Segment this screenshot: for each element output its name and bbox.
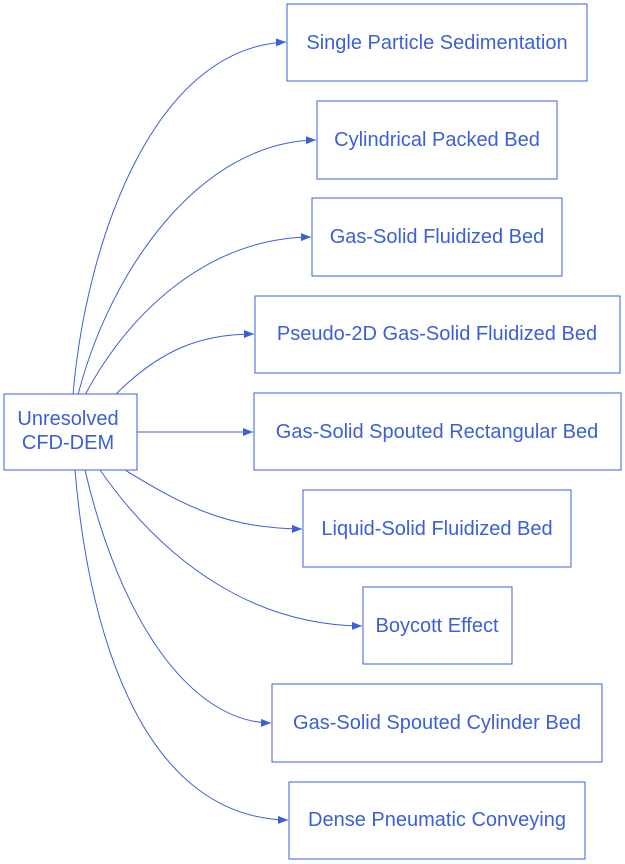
edge-to-spouted-cylinder-bed [84, 469, 272, 727]
node-label: Gas-Solid Spouted Cylinder Bed [293, 712, 581, 734]
node-dense-pneumatic-conveying: Dense Pneumatic Conveying [288, 781, 586, 860]
node-liquid-solid-fluidized-bed: Liquid-Solid Fluidized Bed [302, 489, 572, 568]
edge-to-gas-solid-fluidized-bed [84, 233, 312, 396]
node-label-line-1: Unresolved [17, 408, 118, 430]
node-label: Dense Pneumatic Conveying [308, 809, 566, 831]
edge-to-boycott-effect [99, 469, 363, 630]
node-label: Cylindrical Packed Bed [334, 129, 540, 151]
node-label: Liquid-Solid Fluidized Bed [321, 518, 552, 540]
edges [72, 38, 363, 824]
node-single-particle-sedimentation: Single Particle Sedimentation [286, 3, 588, 82]
node-label: Gas-Solid Spouted Rectangular Bed [276, 421, 598, 443]
edge-to-cylindrical-packed-bed [77, 136, 317, 396]
node-label: Single Particle Sedimentation [306, 32, 567, 54]
edge-to-dense-pneumatic-conveying [74, 469, 289, 824]
node-gas-solid-fluidized-bed: Gas-Solid Fluidized Bed [311, 197, 563, 277]
edge-to-liquid-solid-fluidized-bed [124, 469, 303, 533]
node-label: Gas-Solid Fluidized Bed [330, 226, 545, 248]
node-label: Pseudo-2D Gas-Solid Fluidized Bed [277, 323, 597, 345]
node-gas-solid-spouted-cylinder-bed: Gas-Solid Spouted Cylinder Bed [271, 683, 603, 763]
node-boycott-effect: Boycott Effect [362, 586, 513, 665]
node-gas-solid-spouted-rectangular-bed: Gas-Solid Spouted Rectangular Bed [253, 392, 622, 471]
node-cylindrical-packed-bed: Cylindrical Packed Bed [316, 100, 558, 180]
node-label: Boycott Effect [375, 615, 498, 637]
edge-to-single-particle-sedimentation [72, 38, 287, 396]
edge-to-pseudo-2d-fluidized-bed [114, 330, 255, 396]
node-label-line-2: CFD-DEM [22, 432, 114, 454]
node-unresolved-cfd-dem: Unresolved CFD-DEM [3, 393, 138, 471]
node-pseudo-2d-gas-solid-fluidized-bed: Pseudo-2D Gas-Solid Fluidized Bed [254, 295, 621, 374]
